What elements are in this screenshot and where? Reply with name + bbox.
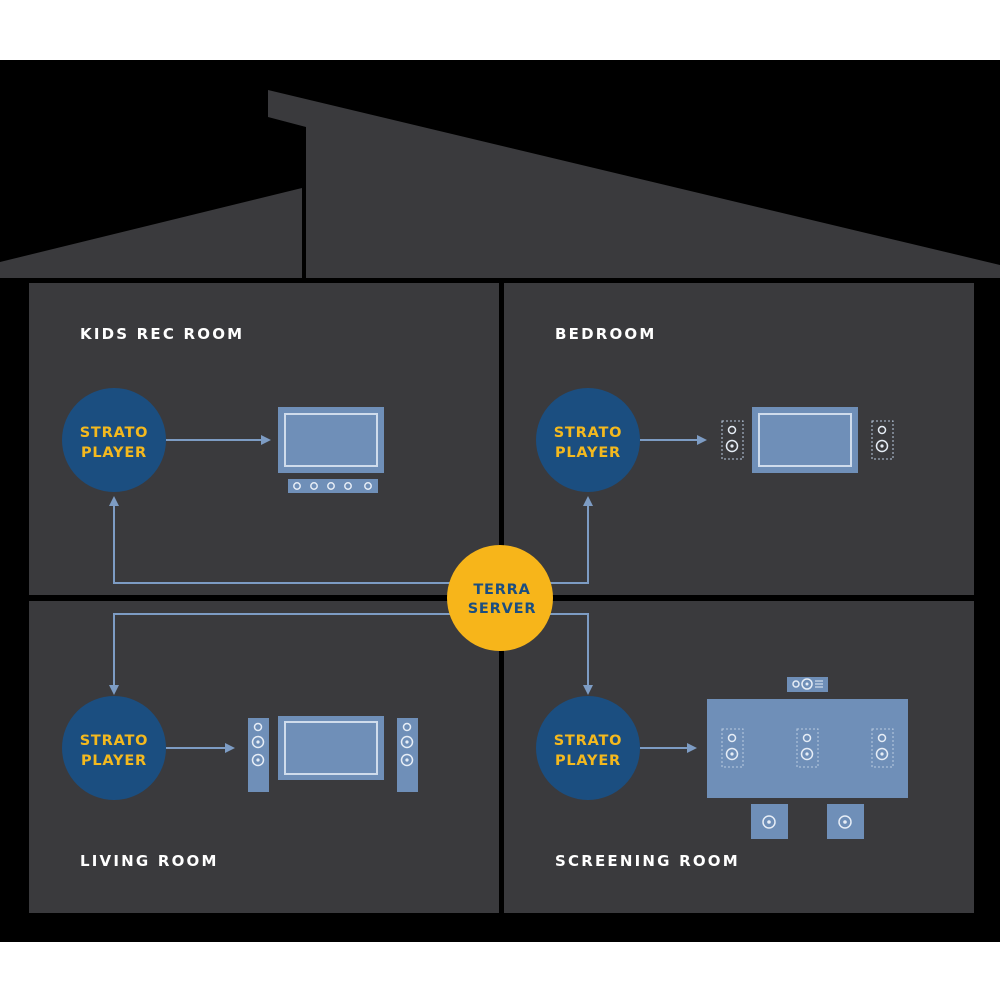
room-label-living-room: LIVING ROOM	[80, 852, 219, 870]
svg-text:PLAYER: PLAYER	[81, 753, 147, 769]
svg-text:PLAYER: PLAYER	[81, 445, 147, 461]
strato-player-bedroom: STRATO PLAYER	[536, 388, 640, 492]
speaker-icon	[327, 482, 335, 490]
connection-kids	[113, 505, 452, 584]
strato-player-living-room: STRATO PLAYER	[62, 696, 166, 800]
subwoofer-left	[751, 804, 788, 839]
in-wall-speaker-bedroom-right	[871, 420, 894, 460]
screen-speaker-left	[721, 728, 744, 768]
tv-living-room	[278, 716, 384, 780]
svg-text:STRATO: STRATO	[80, 425, 149, 441]
speaker-icon	[364, 482, 372, 490]
svg-text:STRATO: STRATO	[554, 425, 623, 441]
player-device-links	[166, 435, 707, 753]
svg-text:STRATO: STRATO	[554, 733, 623, 749]
in-wall-speaker-bedroom-left	[721, 420, 744, 460]
roof-left	[0, 188, 302, 278]
svg-text:TERRA: TERRA	[473, 582, 530, 598]
tv-kids	[278, 407, 384, 473]
connection-living	[113, 613, 452, 686]
subwoofer-right	[827, 804, 864, 839]
strato-player-kids: STRATO PLAYER	[62, 388, 166, 492]
svg-text:SERVER: SERVER	[468, 601, 537, 617]
terra-server: TERRA SERVER	[447, 545, 553, 651]
speaker-icon	[310, 482, 318, 490]
connection-bedroom	[548, 505, 589, 584]
arrowhead-bedroom	[583, 496, 593, 506]
connection-screening	[548, 613, 589, 686]
speaker-icon	[293, 482, 301, 490]
room-label-screening-room: SCREENING ROOM	[555, 852, 740, 870]
screen-speaker-right	[871, 728, 894, 768]
speaker-icon	[727, 425, 737, 435]
server-connections	[109, 496, 593, 695]
tv-bedroom	[752, 407, 858, 473]
roof-right	[268, 90, 1000, 278]
strato-player-screening-room: STRATO PLAYER	[536, 696, 640, 800]
tower-speaker-left	[248, 718, 269, 792]
projector	[787, 677, 828, 692]
speaker-icon	[344, 482, 352, 490]
svg-text:PLAYER: PLAYER	[555, 753, 621, 769]
arrowhead-kids	[109, 496, 119, 506]
speaker-icon	[877, 425, 887, 435]
arrowhead-living	[109, 685, 119, 695]
room-label-bedroom: BEDROOM	[555, 325, 657, 343]
svg-text:STRATO: STRATO	[80, 733, 149, 749]
screen-speaker-center	[796, 728, 819, 768]
arrowhead-screening	[583, 685, 593, 695]
room-label-kids-rec-room: KIDS REC ROOM	[80, 325, 244, 343]
svg-text:PLAYER: PLAYER	[555, 445, 621, 461]
tower-speaker-right	[397, 718, 418, 792]
soundbar-kids	[288, 479, 378, 493]
